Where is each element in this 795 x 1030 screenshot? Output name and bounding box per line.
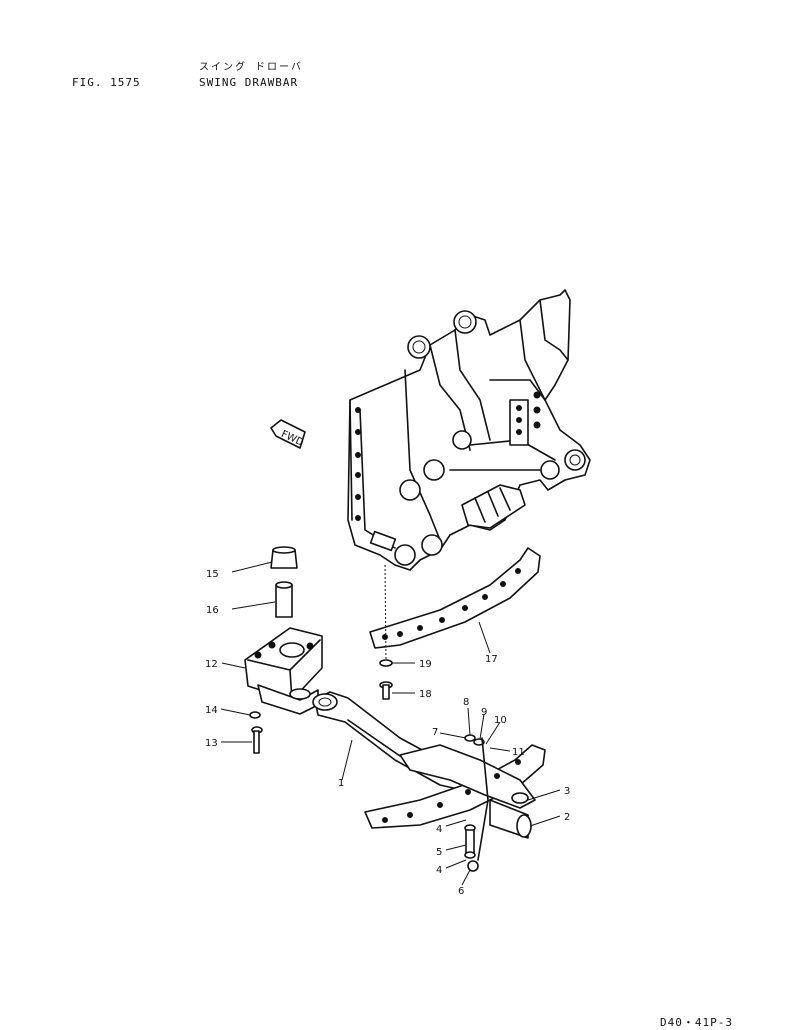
callout-19: 19: [419, 659, 432, 670]
tractor-rear-frame: [347, 289, 591, 571]
callout-leaders: [220, 561, 561, 886]
part-14-washer: [249, 711, 261, 719]
callout-11: 11: [512, 747, 525, 758]
callout-6: 6: [458, 886, 464, 897]
forward-direction-arrow: FWD: [270, 419, 306, 449]
lower-plate: [364, 744, 546, 829]
part-19-washer: [379, 659, 393, 667]
callout-2: 2: [564, 812, 570, 823]
callout-16: 16: [206, 605, 219, 616]
part-12-bracket: [244, 627, 323, 715]
callout-7: 7: [432, 727, 438, 738]
callout-13: 13: [205, 738, 218, 749]
part-15-cap: [270, 546, 298, 569]
callout-14: 14: [205, 705, 218, 716]
title-japanese: スイング ドローバ: [199, 62, 303, 73]
callout-5: 5: [436, 847, 442, 858]
document-code: D40・41P-3: [660, 1016, 733, 1029]
part-13-bolt: [251, 726, 263, 754]
callout-3: 3: [564, 786, 570, 797]
callout-15: 15: [206, 569, 219, 580]
part-16-pin: [275, 581, 293, 618]
callout-4a: 4: [436, 824, 442, 835]
callout-10: 10: [494, 715, 507, 726]
callout-4b: 4: [436, 865, 442, 876]
part-18-bolt: [379, 681, 393, 700]
pin-assembly: [464, 734, 489, 872]
callout-17: 17: [485, 654, 498, 665]
callout-12: 12: [205, 659, 218, 670]
callout-8: 8: [463, 697, 469, 708]
callout-1: 1: [338, 778, 344, 789]
callout-18: 18: [419, 689, 432, 700]
part-2-3-roller: [489, 792, 532, 839]
callout-numbers: 1 2 3 4 4 5 6 7 8 9 10 11 12 13 14 15 16…: [205, 569, 570, 897]
callout-9: 9: [481, 707, 487, 718]
title-english: SWING DRAWBAR: [199, 76, 299, 89]
figure-number: FIG. 1575: [72, 76, 141, 89]
